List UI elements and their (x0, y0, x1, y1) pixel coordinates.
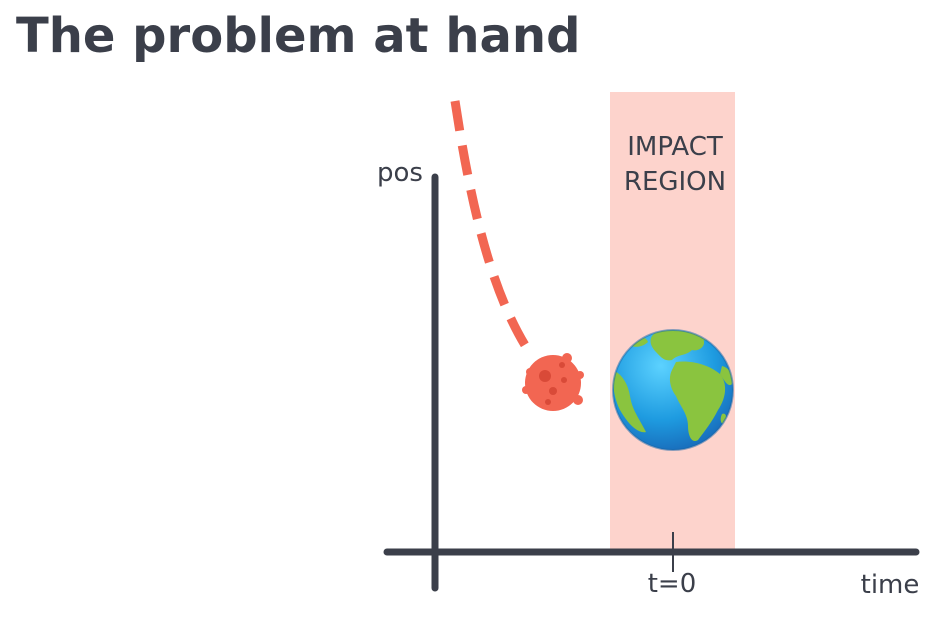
asteroid-trajectory (450, 100, 532, 353)
impact-region-label-line2: REGION (624, 167, 726, 197)
t0-tick-label: t=0 (648, 569, 697, 599)
impact-region-band (610, 92, 735, 550)
page-title: The problem at hand (16, 8, 581, 64)
impact-region-label-line1: IMPACT (627, 132, 723, 162)
asteroid-icon (522, 353, 584, 411)
y-axis-label: pos (377, 158, 423, 188)
earth-globe-icon (612, 329, 734, 451)
x-axis-label: time (861, 570, 920, 600)
